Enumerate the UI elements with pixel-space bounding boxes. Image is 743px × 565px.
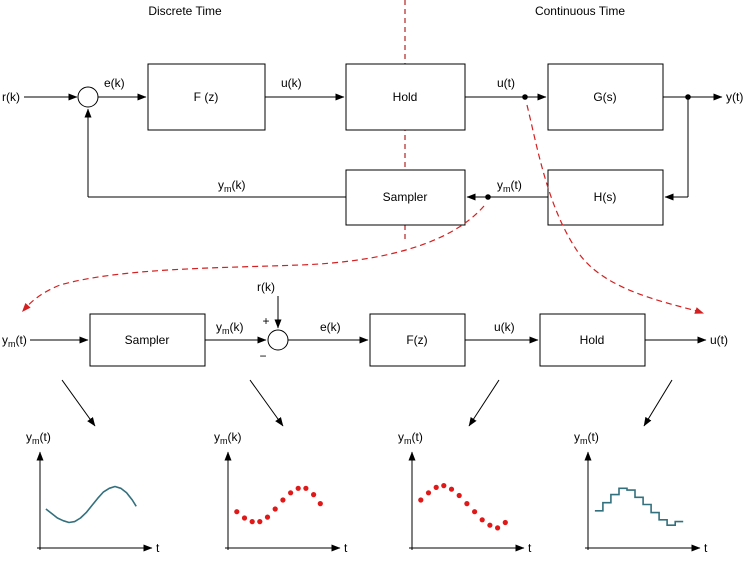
plot-sample-dot	[464, 501, 470, 507]
plot4-y-label: ym(t)	[574, 430, 599, 446]
plot-sample-dot	[487, 522, 493, 528]
top-loop-diagram: r(k) e(k) F (z) u(k) Hold u(t) G(s) y(t)	[2, 63, 743, 226]
discrete-time-title: Discrete Time	[148, 4, 222, 18]
block-hs-label: H(s)	[594, 190, 617, 204]
plot3-x-label: t	[528, 541, 532, 555]
block-fz2-label: F(z)	[406, 333, 427, 347]
block-hold-top: Hold	[345, 63, 466, 131]
plot-sample-dot	[303, 485, 309, 491]
sum2-minus-sign: −	[259, 349, 266, 363]
plot-sample-dot	[456, 492, 462, 499]
block-sampler-bottom: Sampler	[89, 313, 206, 367]
plot4-data-area	[594, 487, 684, 526]
plot-sample-dot	[295, 485, 301, 491]
pointer-arrow-plot2	[249, 379, 284, 427]
plot4-x-label: t	[704, 541, 708, 555]
block-fz-top: F (z)	[147, 63, 266, 131]
block-hold-bottom: Hold	[539, 313, 646, 367]
signal-uk2-label: u(k)	[494, 320, 515, 334]
plot-sample-dot	[317, 501, 323, 507]
block-gs-box	[547, 63, 664, 131]
signal-ymt-label: ym(t)	[497, 178, 522, 194]
signal-rk2-label: r(k)	[257, 280, 275, 294]
callout-curve-left-dashed	[25, 205, 485, 309]
zoom-callout-curves	[22, 104, 704, 314]
block-fz-label: F (z)	[194, 90, 219, 104]
block-hs: H(s)	[547, 169, 664, 226]
callout-arrowhead-left	[22, 303, 31, 312]
signal-yt-label: y(t)	[726, 90, 743, 104]
plot3-data-area	[418, 483, 508, 531]
plot1-x-label: t	[156, 541, 160, 555]
summing-junction-top	[77, 86, 99, 108]
callout-arrowhead-right	[694, 307, 704, 314]
plot-sample-dot	[495, 525, 501, 531]
plot-sample-dot	[272, 506, 278, 512]
plot-sample-dot	[280, 497, 286, 503]
block-hold2-box	[539, 313, 646, 367]
block-sampler-box	[345, 169, 466, 226]
signal-plot-4: ym(t) t	[574, 430, 708, 555]
bottom-chain-diagram: ym(t) Sampler ym(k) r(k) + − e(k) F(z) u…	[2, 280, 728, 367]
plot-sample-dot	[472, 509, 478, 515]
signal-ut-label: u(t)	[497, 76, 515, 90]
block-sampler-top: Sampler	[345, 169, 466, 226]
signal-ut2-label: u(t)	[710, 333, 728, 347]
signal-ek-label: e(k)	[104, 76, 125, 90]
plot-sample-dot	[249, 519, 255, 525]
block-hs-box	[547, 169, 664, 226]
plot-sample-dot	[418, 497, 424, 503]
plot-sample-dot	[502, 519, 508, 526]
plot-sample-dot	[257, 519, 263, 525]
plot-sample-dot	[288, 490, 294, 496]
block-fz-bottom: F(z)	[369, 313, 466, 367]
plot2-data-area	[234, 485, 323, 525]
pointer-arrow-plot1	[61, 379, 96, 427]
plot-sample-dot	[448, 486, 455, 492]
signal-ek2-label: e(k)	[320, 320, 341, 334]
block-fz2-box	[369, 313, 466, 367]
plot3-y-label: ym(t)	[398, 430, 423, 446]
plot-sample-dot	[311, 492, 317, 498]
block-hold-label: Hold	[393, 90, 418, 104]
plot-sample-dot	[433, 484, 439, 490]
signal-ymt-in-label: ym(t)	[2, 333, 27, 349]
continuous-time-title: Continuous Time	[535, 4, 625, 18]
plot-sample-dot	[234, 509, 240, 515]
block-gs-label: G(s)	[593, 90, 616, 104]
block-gs: G(s)	[547, 63, 664, 131]
junction-dot-ut	[522, 94, 528, 100]
plot2-x-label: t	[344, 541, 348, 555]
block-hold2-label: Hold	[580, 333, 605, 347]
plot-staircase-curve	[594, 487, 684, 526]
block-sampler2-label: Sampler	[125, 333, 170, 347]
block-sampler-label: Sampler	[383, 190, 428, 204]
pointer-arrow-plot3	[468, 379, 500, 427]
plot-sample-dot	[479, 517, 485, 523]
callout-curve-right-dashed	[526, 104, 698, 312]
junction-dot-ymt	[485, 194, 491, 200]
plot-sample-dot	[441, 483, 447, 489]
sum2-plus-sign: +	[262, 314, 269, 328]
summing-junction-bottom	[267, 329, 289, 351]
signal-plot-3: ym(t) t	[398, 430, 532, 555]
plot1-data-area	[45, 485, 137, 524]
plot2-y-label: ym(k)	[214, 430, 242, 446]
plot1-y-label: ym(t)	[26, 430, 51, 446]
signal-ymk-label: ym(k)	[218, 178, 246, 194]
plot-sample-dot	[264, 514, 271, 520]
block-sampler2-box	[89, 313, 206, 367]
plot-pointer-arrows	[61, 379, 673, 427]
signal-ymk2-label: ym(k)	[216, 320, 244, 336]
block-hold-box	[345, 63, 466, 131]
signal-plot-2: ym(k) t	[214, 430, 348, 555]
pointer-arrow-plot4	[643, 379, 673, 427]
signal-uk-label: u(k)	[281, 76, 302, 90]
plot-signal-curve	[45, 485, 137, 524]
signal-plot-1: ym(t) t	[26, 430, 160, 555]
plot-sample-dot	[241, 515, 248, 521]
plot-sample-dot	[425, 490, 432, 496]
signal-rk-label: r(k)	[2, 90, 20, 104]
block-fz-box	[147, 63, 266, 131]
